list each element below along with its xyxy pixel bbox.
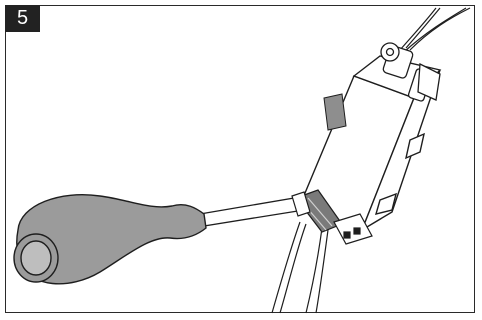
screwdriver-shaft (200, 197, 304, 226)
tape-label (324, 94, 346, 130)
lower-wires (272, 222, 328, 313)
screwdriver-handle (14, 195, 206, 284)
upper-wires (400, 8, 470, 52)
